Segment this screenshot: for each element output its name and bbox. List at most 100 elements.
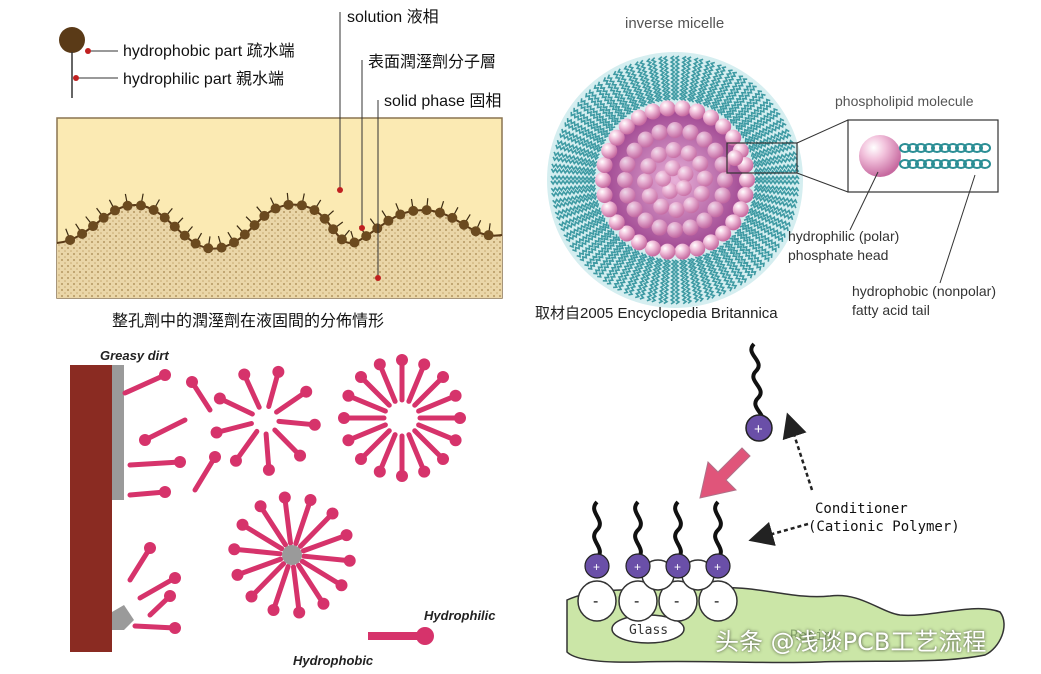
micelle-tail bbox=[657, 56, 669, 102]
micelle-head bbox=[618, 225, 635, 242]
surfactant-head bbox=[340, 529, 353, 542]
surfactant-head bbox=[317, 597, 330, 610]
micelle-tail bbox=[563, 214, 604, 238]
micelle-tail bbox=[747, 210, 789, 232]
surfactant-head bbox=[396, 470, 408, 482]
surfactant-head bbox=[169, 572, 181, 584]
micelle-tail bbox=[550, 174, 596, 182]
anion-icon bbox=[698, 580, 738, 622]
micelle-inner-head bbox=[637, 131, 654, 148]
surface-molecule-head bbox=[336, 234, 347, 245]
micelle-tail bbox=[734, 231, 770, 262]
micelle-tail bbox=[743, 217, 784, 242]
micelle-inner-head bbox=[680, 145, 697, 162]
micelle-tail bbox=[681, 56, 693, 102]
micelle-tail bbox=[662, 55, 672, 101]
tail-segment bbox=[947, 159, 959, 169]
micelle-head bbox=[608, 214, 625, 231]
free-cation-icon bbox=[745, 414, 773, 442]
micelle-tail bbox=[752, 150, 797, 165]
micelle-tail bbox=[744, 117, 785, 143]
surfactant-tail bbox=[416, 393, 459, 414]
micelle-tail bbox=[561, 128, 603, 150]
micelle-tail bbox=[551, 162, 597, 174]
surfactant-head bbox=[437, 453, 450, 466]
surfactant-tail bbox=[345, 422, 388, 443]
surfactant-tail bbox=[345, 393, 388, 414]
micelle-tail bbox=[726, 85, 757, 121]
surface-molecule-head bbox=[159, 212, 170, 223]
micelle-inner-head bbox=[717, 172, 733, 188]
micelle-tail bbox=[709, 69, 733, 110]
surfactant-head bbox=[139, 434, 151, 446]
micelle-head bbox=[703, 109, 719, 126]
micelle-tail bbox=[628, 253, 648, 296]
surfactant-head bbox=[335, 579, 348, 592]
surface-molecule-head bbox=[447, 212, 458, 223]
surface-molecule-head bbox=[88, 221, 99, 232]
micelle-inner-head bbox=[655, 170, 672, 187]
solution-label: solution 液相 bbox=[347, 8, 439, 26]
surfactant-tail bbox=[127, 545, 153, 583]
surface-molecule-head bbox=[148, 204, 159, 215]
micelle-tail bbox=[705, 253, 727, 295]
surfactant-tail bbox=[358, 374, 392, 408]
resin-label: Resin bbox=[790, 628, 832, 644]
micelle-tail bbox=[579, 230, 615, 262]
micelle-tail bbox=[559, 133, 602, 153]
micelle-inner-head bbox=[696, 131, 713, 148]
surface-molecule-head bbox=[408, 205, 419, 216]
micelle-tail bbox=[749, 132, 792, 153]
micelle-tail bbox=[585, 92, 619, 126]
micelle-tail bbox=[719, 78, 748, 116]
micelle-inner-head bbox=[692, 155, 709, 172]
micelle-tail bbox=[754, 178, 800, 186]
surfactant-head bbox=[228, 543, 241, 556]
micelle-tail bbox=[702, 64, 722, 107]
micelle-head bbox=[631, 109, 647, 126]
adsorbed-cationic-polymer: ++++ bbox=[584, 500, 731, 579]
anion-sign: - bbox=[634, 593, 639, 610]
micelle-tail bbox=[752, 194, 797, 209]
surfactant-head bbox=[278, 491, 291, 504]
cation-sign: + bbox=[674, 560, 681, 574]
micelle-head bbox=[596, 186, 613, 203]
tail-segment bbox=[915, 159, 927, 169]
micelle-tail bbox=[584, 234, 618, 267]
surfactant-tail bbox=[412, 374, 446, 408]
micelle-tail bbox=[554, 199, 599, 216]
surface-molecule-head bbox=[309, 205, 320, 216]
surfactant-head bbox=[343, 554, 356, 567]
trapped-dirt bbox=[282, 545, 302, 565]
surfactant-head bbox=[262, 463, 275, 476]
phosphate-head-icon bbox=[859, 135, 901, 177]
micelle-head bbox=[659, 243, 676, 260]
surface-molecule-head bbox=[270, 203, 281, 214]
micelle-inner-head bbox=[675, 180, 692, 197]
micelle-inner-head bbox=[677, 166, 694, 183]
surfactant-tail bbox=[192, 454, 218, 493]
phosphate-head-label: phosphate head bbox=[788, 247, 888, 263]
micelle-tail bbox=[617, 68, 641, 109]
micelle-tail bbox=[634, 255, 653, 299]
micelle-inner-head bbox=[619, 187, 636, 204]
surfactant-tail bbox=[290, 564, 302, 616]
polymer-tail bbox=[592, 500, 602, 560]
micelle-tail bbox=[587, 236, 621, 270]
surfactant-tail bbox=[127, 459, 183, 468]
micelle-head bbox=[715, 118, 732, 135]
cation-icon bbox=[584, 553, 610, 579]
micelle-tail bbox=[627, 63, 648, 106]
tail-segment bbox=[979, 159, 991, 169]
micelle-tail bbox=[681, 258, 693, 304]
surface-molecule-head bbox=[239, 229, 250, 240]
surface-molecule-head bbox=[470, 226, 481, 237]
surfactant-tail bbox=[231, 546, 283, 557]
micelle-inner-head bbox=[682, 219, 699, 236]
surfactant-head bbox=[213, 392, 226, 405]
molecular-layer-molecules bbox=[65, 192, 494, 254]
surface-molecule-head bbox=[65, 234, 76, 245]
glass-label: Glass bbox=[629, 623, 668, 638]
tail-segment bbox=[931, 159, 943, 169]
surfactant-head bbox=[236, 518, 249, 531]
